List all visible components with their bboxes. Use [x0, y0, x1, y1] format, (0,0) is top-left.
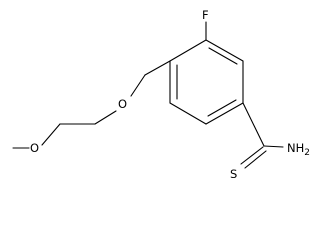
amine-nh-text: NH [287, 141, 304, 155]
bond-thiocarbonyl-amine [263, 145, 284, 148]
bond-carbon-sulfur-1 [240, 146, 264, 165]
ring-double-bond-inner-1 [208, 47, 238, 65]
ring-bond-c1-c2 [205, 39, 244, 62]
ring-bond-c3-c4 [205, 102, 244, 125]
amine-subscript-text: 2 [304, 148, 310, 158]
ring-bond-c4-c5 [169, 102, 207, 125]
atom-sulfur-label: S [230, 167, 237, 181]
bond-ether-oxygen-ch2 [94, 110, 117, 125]
bond-carbon-sulfur-2 [244, 150, 267, 169]
methoxyethoxymethyl-chain [12, 60, 171, 149]
benzene-ring [169, 39, 244, 125]
atom-methoxy-oxygen-label: O [30, 141, 39, 155]
bond-ch2-ether-oxygen [130, 74, 146, 97]
bond-ring-ch2 [144, 60, 171, 76]
atom-fluorine-label: F [202, 8, 209, 22]
bond-ch2-methoxy-oxygen [41, 123, 61, 146]
atom-amine-label: NH2 [287, 141, 310, 158]
ring-bond-c6-c1 [169, 39, 207, 62]
molecule-structure: F O O S NH2 [12, 8, 310, 181]
bond-ring-thiocarbonyl [242, 102, 265, 147]
ring-double-bond-inner-2 [207, 99, 237, 117]
thioamide-group [240, 102, 284, 169]
atom-ether-oxygen-label: O [118, 97, 127, 111]
